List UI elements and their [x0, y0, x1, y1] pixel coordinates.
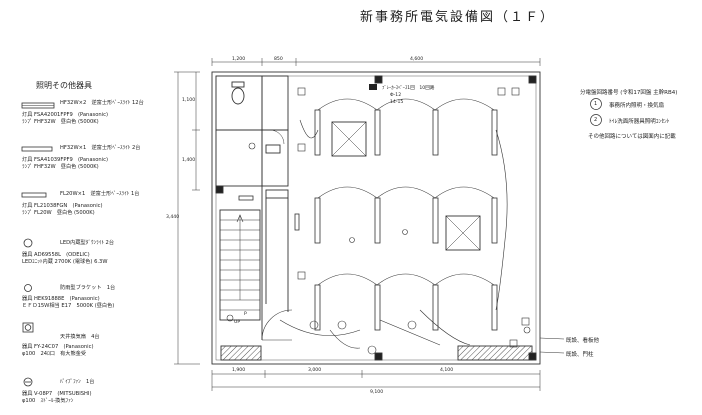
legend-item-4: LED内蔵型ﾀﾞｳﾝﾗｲﾄ 2台: [60, 240, 115, 246]
dim-bottom-total: 9,100: [370, 390, 384, 395]
circuit-1-number: 1: [594, 101, 598, 107]
panel-sub2: 14-15: [390, 100, 404, 105]
right-label-sign: 既設、看板他: [566, 338, 600, 344]
light-fixtures: [238, 109, 498, 331]
panel-note-footer: その他回路については図面内に記載: [588, 134, 676, 140]
circuit-2-label: ﾄｲﾚ洗面所器具照明ｺﾝｾﾝﾄ: [609, 119, 670, 125]
distribution-panel: [369, 84, 377, 90]
fixture-single-symbol: [21, 146, 53, 152]
legend-item-4-detail: 器具 AD69558L (ODELIC) LEDﾕﾆｯﾄ内蔵 2700K (電球…: [22, 252, 108, 265]
dim-top-3: 4,600: [410, 57, 424, 62]
circuit-1-label: 事務所内照明・換気扇: [609, 103, 665, 109]
ceiling-fan-symbol: [22, 322, 34, 333]
circuit-2-number: 2: [594, 117, 598, 123]
legend-item-2-detail: 灯具 FSA41039FPF9 (Panasonic) ﾗﾝﾌﾟ FHF32W …: [22, 157, 108, 170]
staircase: [219, 209, 261, 321]
pipe-fan-symbol: [23, 377, 33, 387]
legend-item-3: FL20W×1 逆富士形ﾍﾞｰｽﾗｲﾄ 1台: [60, 191, 140, 197]
legend-item-7-detail: 器具 V-08P7 (MITSUBISHI) φ100 ｽﾄﾞｰﾙ·換気ﾌｧﾝ: [22, 391, 92, 404]
entrance-pad-left: [220, 345, 262, 361]
legend-item-7: ﾊﾟｲﾌﾟﾌｧﾝ 1台: [60, 379, 95, 385]
legend-item-5: 防雨型ブラケット 1台: [60, 285, 116, 291]
panel-sub1: Φ-12: [390, 93, 402, 98]
dim-left-3: 3,440: [166, 215, 180, 220]
legend-item-6: 天井換気扇 4台: [60, 334, 100, 340]
dim-top-1: 1,200: [232, 57, 246, 62]
legend-item-5-detail: 器具 HEK91888E (Panasonic) ＥＦＤ15Ｗ相当 E17 50…: [22, 296, 115, 309]
dim-bot-1: 1,900: [232, 368, 246, 373]
legend-item-6-detail: 器具 FY-24C07 (Panasonic) φ100 24ﾛ口 有大熊金受: [22, 344, 94, 357]
legend-heading: 照明その他器具: [36, 81, 92, 90]
dim-left-2: 1,400: [182, 158, 196, 163]
wiring-arcs: [279, 98, 508, 349]
legend-item-2: HF32W×1 逆富士形ﾍﾞｰｽﾗｲﾄ 2台: [60, 145, 141, 151]
dim-bot-3: 4,100: [440, 368, 454, 373]
stair-up-label: UP: [234, 320, 241, 325]
dim-bot-2: 3,000: [308, 368, 322, 373]
drawing-title: 新事務所電気設備図（１Ｆ）: [360, 10, 556, 25]
dim-top-2: 850: [274, 57, 283, 62]
ceiling-panel-2: [445, 215, 481, 251]
ceiling-panel-1: [331, 121, 367, 157]
dim-left-1: 1,100: [182, 98, 196, 103]
legend-item-1-detail: 灯具 FSA42001FPF9 (Panasonic) ﾗﾝﾌﾟ FHF32W …: [22, 112, 108, 125]
p-mark-label: P: [244, 312, 247, 317]
legend-item-3-detail: 灯具 FL21038FGN (Panasonic) ﾗﾝﾌﾟ FL20W 昼白色…: [22, 203, 103, 216]
outer-wall: [211, 71, 541, 365]
right-label-gatepost: 既設、門柱: [566, 352, 594, 358]
panel-note-header: 分電盤回路番号 (令和17回盤 主幹RB4): [580, 90, 678, 96]
fixture-fl20-symbol: [21, 192, 47, 198]
panel-tag: ﾌﾞﾚｰｶｰｽﾍﾟｰｽ1回 10回路: [382, 86, 435, 91]
legend-item-1: HF32W×2 逆富士形ﾍﾞｰｽﾗｲﾄ 12台: [60, 100, 144, 106]
downlight-symbol: [23, 238, 33, 248]
bracket-symbol: [24, 284, 32, 292]
